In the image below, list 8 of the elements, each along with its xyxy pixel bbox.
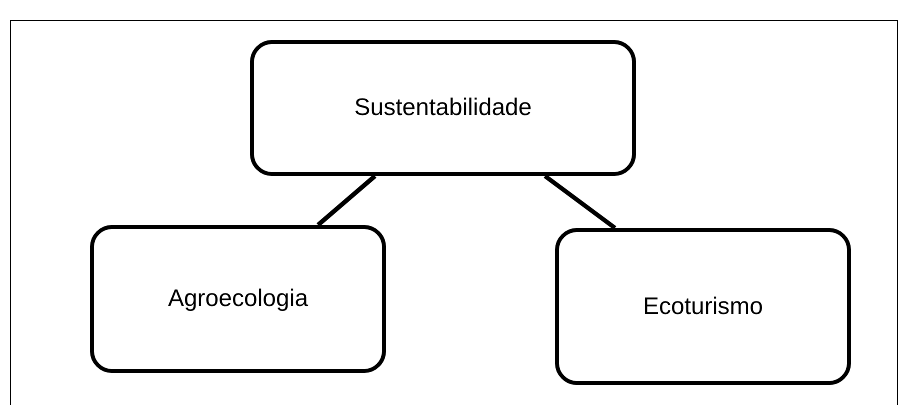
node-label: Ecoturismo [642,292,764,322]
rounded-box [555,228,851,385]
node-label: Sustentabilidade [354,93,532,123]
rounded-box [90,225,386,373]
node-label: Agroecologia [168,284,308,314]
rounded-box [250,40,636,176]
connector-line [316,174,376,227]
connector-line [544,174,616,230]
